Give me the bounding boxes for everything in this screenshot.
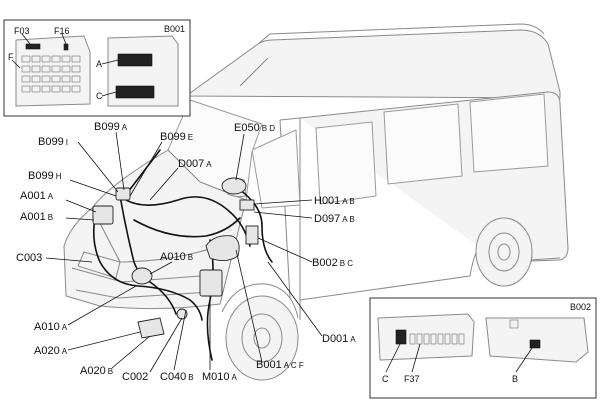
inset-b002-c: C: [382, 374, 389, 384]
callout-c002: C002: [122, 371, 148, 383]
c040-component: [205, 235, 240, 261]
h001-component: [239, 199, 255, 211]
inset-b001-f: F: [8, 52, 14, 62]
a020-component: [137, 317, 165, 339]
inset-b002-b: B: [512, 374, 518, 384]
leader-lines: [45, 131, 323, 373]
inset-b002-fusebox: B002 C F37 B: [369, 297, 597, 399]
connector-c-marker-b002: [395, 329, 407, 345]
connector-c-marker: [115, 85, 155, 99]
fuse-f03-marker: [25, 43, 41, 50]
inset-b002-title: B002: [570, 302, 591, 312]
b099-component: [115, 187, 131, 201]
inset-b001-f03: F03: [14, 26, 30, 36]
a001-component: [92, 205, 114, 225]
fuse-f16-marker: [63, 43, 69, 51]
inset-b001-title: B001: [164, 24, 185, 34]
a010-component: [131, 267, 153, 285]
inset-b001-a: A: [96, 59, 102, 69]
callout-c003: C003: [16, 252, 42, 264]
b002-fuse-row: [409, 333, 465, 345]
connector-a-marker: [117, 53, 153, 67]
m010-component: [199, 269, 223, 297]
fuse-grid: [21, 55, 81, 93]
inset-b001-f16: F16: [54, 26, 70, 36]
connector-b-marker: [529, 339, 541, 349]
b002-small-slot: [509, 319, 519, 329]
van-illustration: [63, 23, 569, 381]
inset-b002-f37: F37: [404, 374, 420, 384]
inset-b001-c: C: [96, 91, 103, 101]
inset-b001-fusebox: B001 F03 F16 F A C: [3, 19, 191, 117]
e050-component: [221, 177, 247, 195]
wiring-harness: [92, 149, 273, 361]
b002-component: [245, 225, 259, 245]
